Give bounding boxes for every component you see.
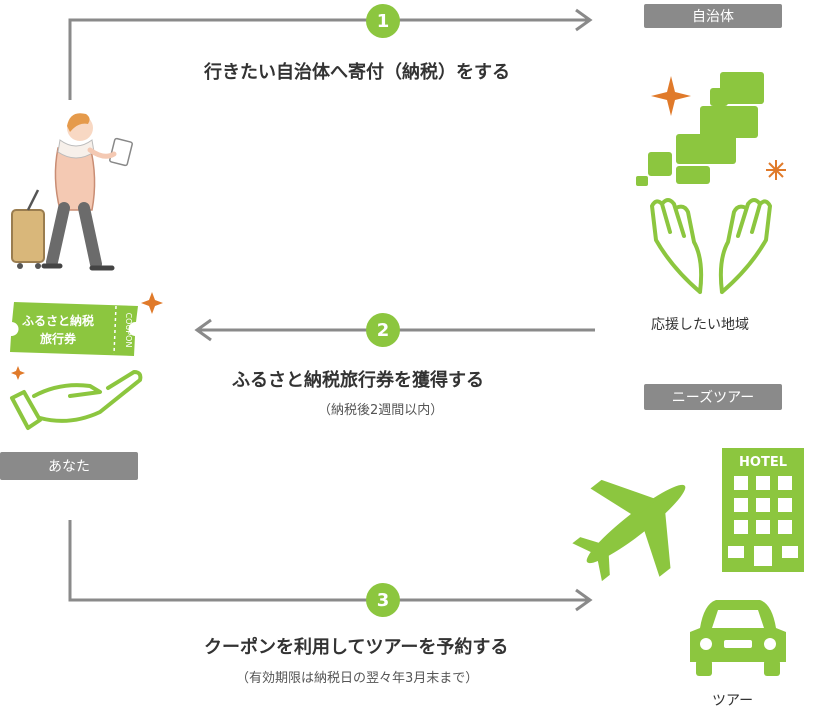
municipality-label: 自治体	[644, 4, 782, 28]
hand-icon	[10, 370, 143, 430]
open-hands-icon	[650, 198, 772, 294]
car-icon	[690, 600, 786, 676]
sparkle-icon	[11, 366, 25, 380]
flow-arrow-3	[68, 520, 593, 612]
coupon-side-label: COUPON	[124, 313, 133, 348]
sparkle-icon	[141, 292, 163, 314]
traveler-illustration	[11, 113, 133, 271]
step-3-title: クーポンを利用してツアーを予約する	[204, 637, 509, 658]
step-3-badge: 3	[366, 583, 400, 617]
coupon-label-line2: 旅行券	[40, 331, 77, 346]
sparkle-icon	[651, 76, 786, 180]
hotel-sign: HOTEL	[739, 455, 787, 470]
step-3-note: （有効期限は納税日の翌々年3月末まで）	[236, 671, 479, 686]
coupon-ticket-icon	[10, 302, 138, 356]
step-1-badge: 1	[366, 4, 400, 38]
you-label: あなた	[0, 452, 138, 480]
japan-map-icon	[636, 72, 764, 186]
step-2-title: ふるさと納税旅行券を獲得する	[232, 370, 484, 391]
step-2-badge: 2	[366, 313, 400, 347]
flow-arrow-1	[68, 8, 593, 100]
needs-tour-label: ニーズツアー	[644, 384, 782, 410]
hotel-icon	[722, 448, 804, 572]
step-2-note: （納税後2週間以内）	[318, 403, 444, 418]
coupon-label-line1: ふるさと納税	[22, 313, 94, 328]
step-1-title: 行きたい自治体へ寄付（納税）をする	[204, 62, 510, 83]
tour-caption: ツアー	[712, 693, 754, 709]
region-caption: 応援したい地域	[651, 317, 749, 333]
airplane-icon	[572, 479, 686, 582]
